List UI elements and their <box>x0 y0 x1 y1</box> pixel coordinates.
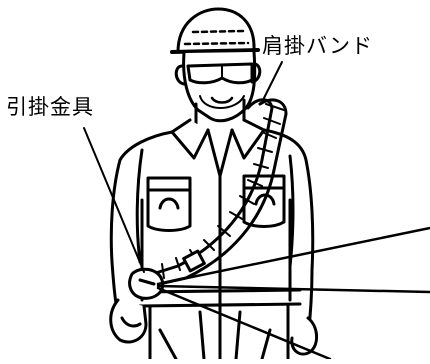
hook-fitting-label: 引掛金具 <box>6 95 94 119</box>
left-hand <box>109 298 148 344</box>
coverall-body <box>109 118 315 361</box>
leader-line-shoulder <box>263 61 283 99</box>
worker-hands <box>109 298 318 356</box>
shoulder-band <box>144 98 288 288</box>
leader-lines <box>83 61 283 273</box>
beam-lines <box>156 226 430 361</box>
hook-fitting <box>128 267 165 300</box>
band-buckle <box>182 249 206 273</box>
hard-hat <box>170 7 260 54</box>
goggles <box>186 62 254 85</box>
left-chest-pocket <box>146 176 192 232</box>
leader-line-hook <box>83 127 145 273</box>
worker-head <box>174 50 262 130</box>
shoulder-band-label: 肩掛バンド <box>262 34 374 58</box>
right-chest-pocket <box>242 174 286 228</box>
